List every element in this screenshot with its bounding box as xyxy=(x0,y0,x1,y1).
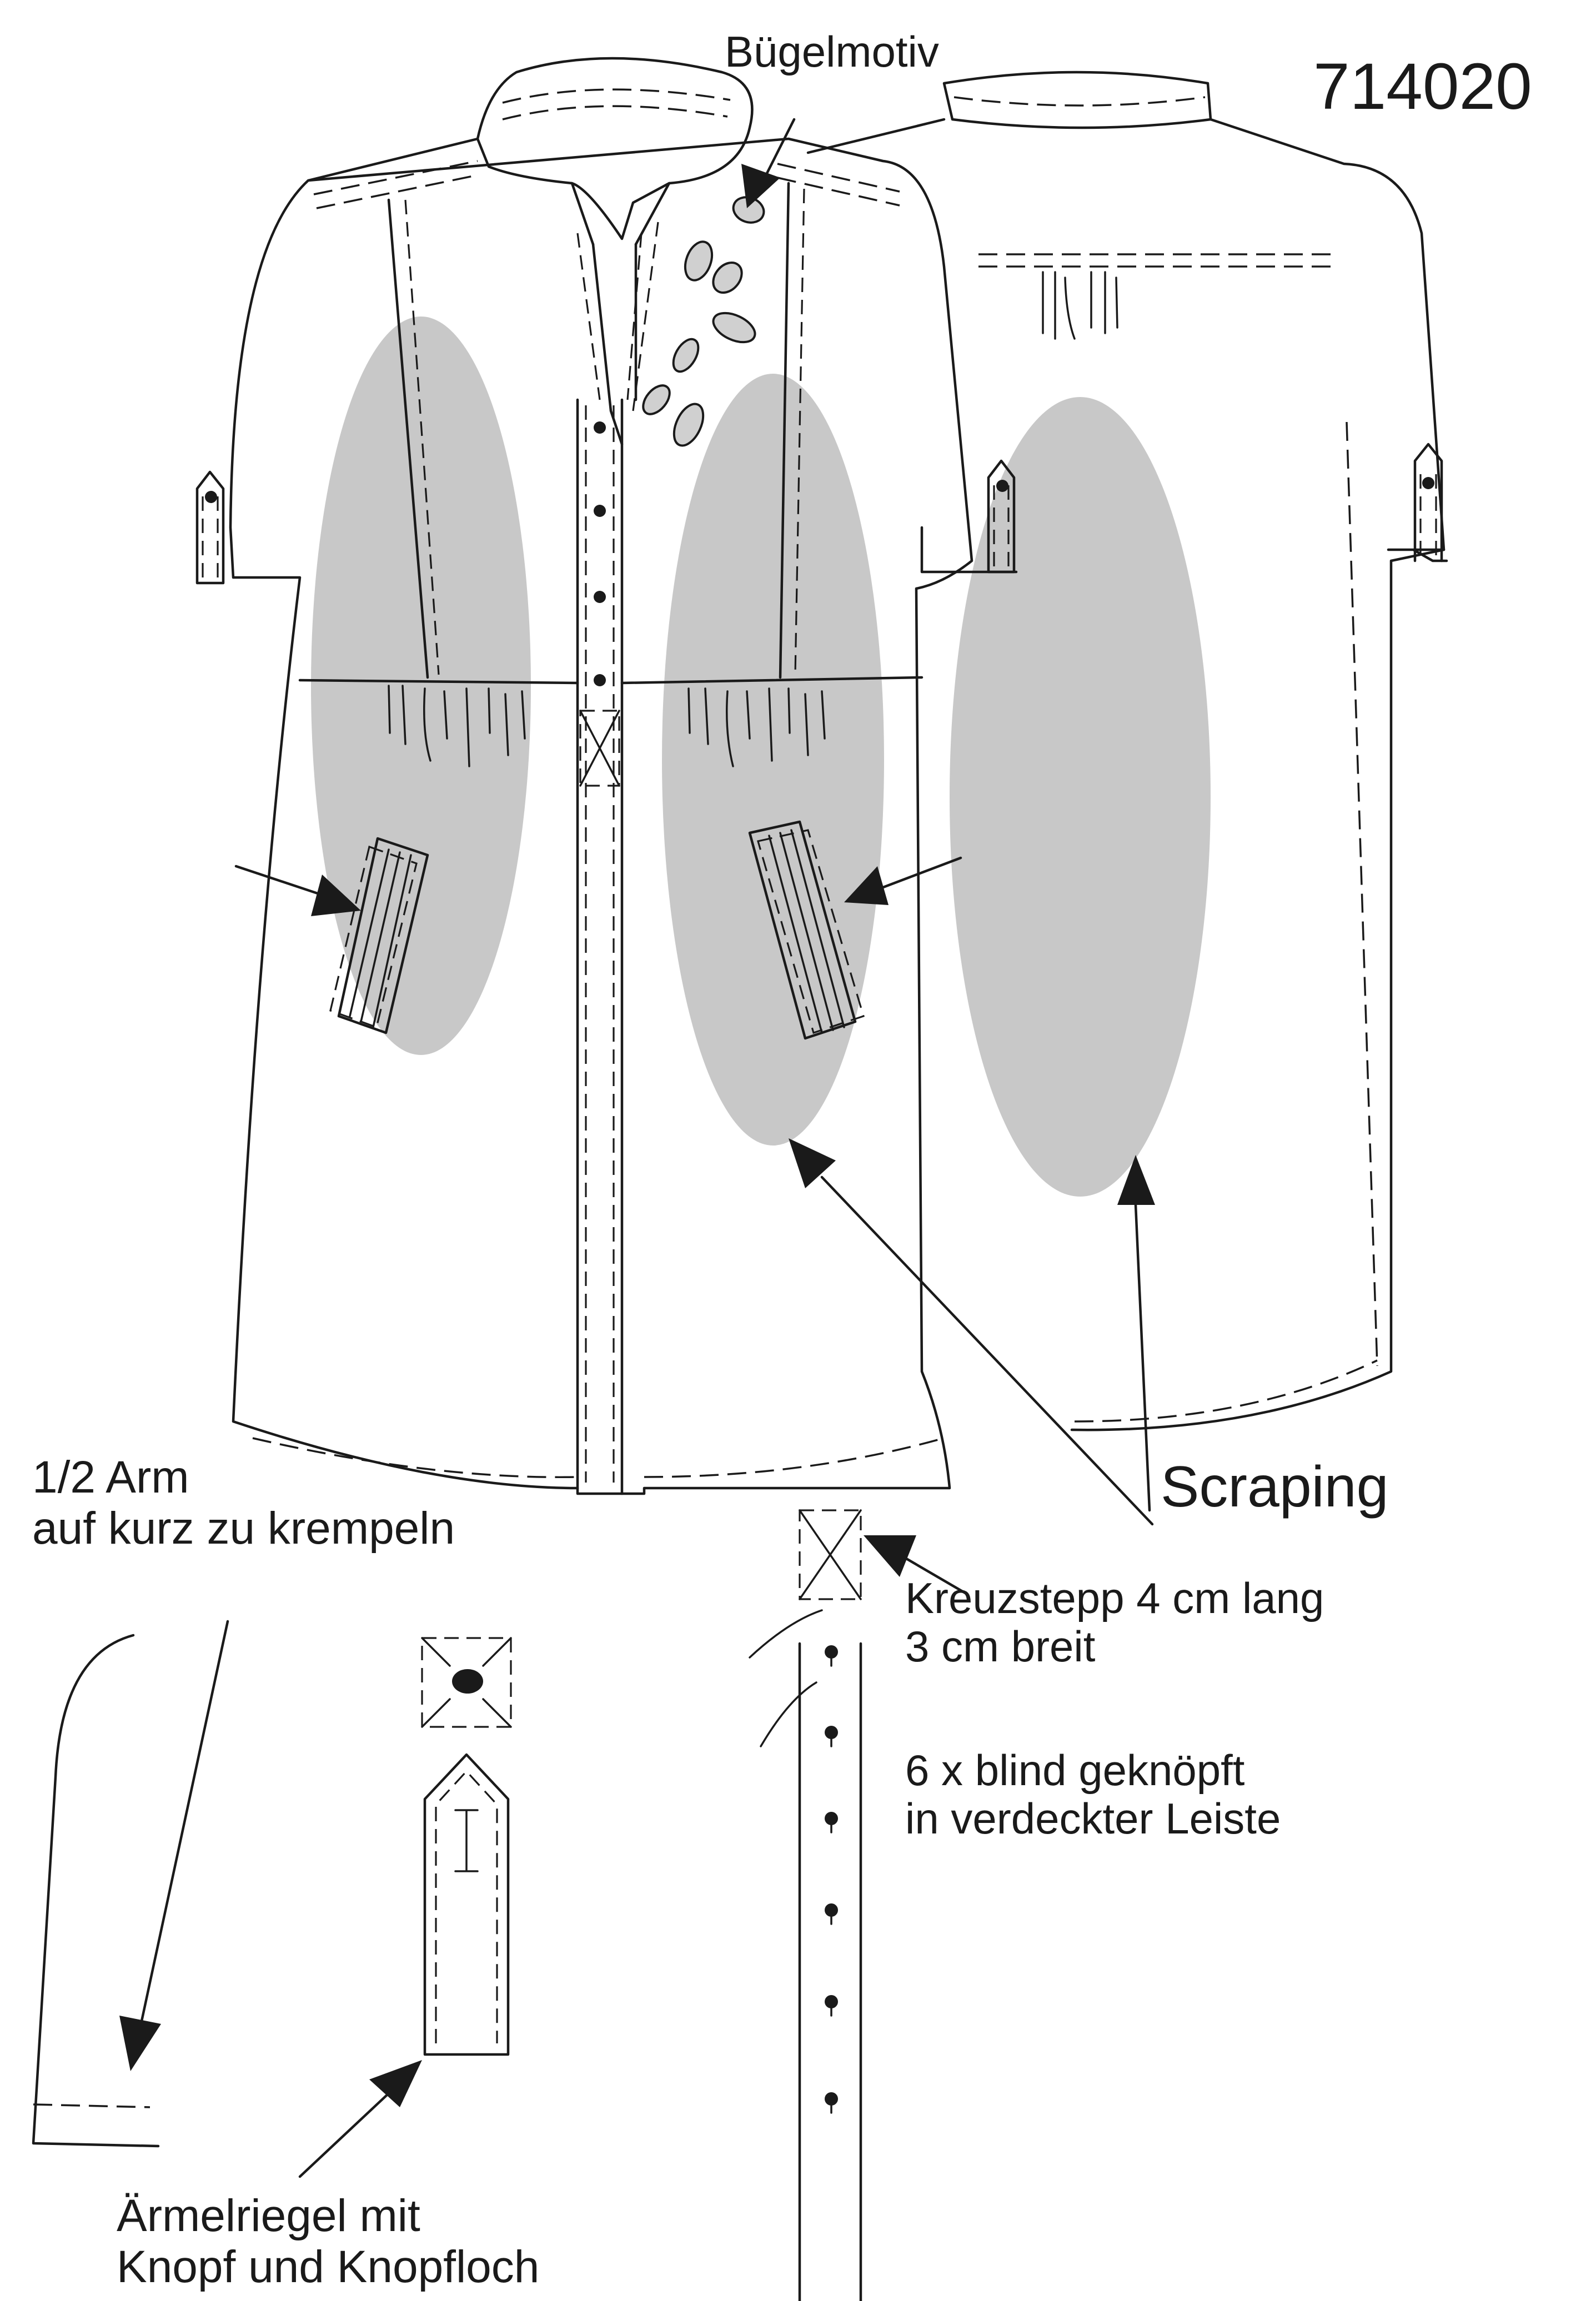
sleeve-tab-label: Ärmelriegel mit Knopf und Knopfloch xyxy=(117,2191,539,2293)
iron-on-motif xyxy=(642,196,765,447)
annotation-arrows xyxy=(119,118,1155,2178)
back-scraping-area xyxy=(950,397,1211,1197)
front-right-welt-pocket xyxy=(748,820,865,1040)
placket-label-line1: 6 x blind geknöpft xyxy=(905,1746,1245,1795)
sleeve-label: 1/2 Arm auf kurz zu krempeln xyxy=(32,1452,455,1554)
placket-label-line2: in verdeckter Leiste xyxy=(905,1794,1281,1843)
sleeve-tab-label-line1: Ärmelriegel mit xyxy=(117,2191,420,2241)
placket-label: 6 x blind geknöpft in verdeckter Leiste xyxy=(905,1746,1281,1843)
cross-stitch-label: Kreuzstepp 4 cm lang 3 cm breit xyxy=(905,1574,1324,1671)
front-left-scraping-area xyxy=(311,316,531,1055)
front-placket xyxy=(576,398,624,1495)
sleeve-tab-detail xyxy=(421,1637,512,2056)
iron-motif-label: Bügelmotiv xyxy=(725,27,939,76)
front-left-welt-pocket xyxy=(329,837,429,1034)
cross-stitch-label-line2: 3 cm breit xyxy=(905,1622,1096,1671)
placket-detail xyxy=(749,1509,862,2301)
sleeve-detail xyxy=(32,1634,160,2148)
back-body-outline xyxy=(806,118,1446,1431)
waist-seam xyxy=(298,676,924,685)
front-right-scraping-area xyxy=(662,374,884,1146)
front-view xyxy=(195,57,1016,1495)
back-sleeve-tab xyxy=(1413,443,1443,562)
scraping-label: Scraping xyxy=(1161,1455,1389,1519)
model-number: 714020 xyxy=(1313,50,1532,123)
sleeve-label-line1: 1/2 Arm xyxy=(32,1452,189,1503)
front-neck-opening xyxy=(591,243,638,446)
placket-buttons xyxy=(825,1645,838,2114)
sleeve-tab-label-line2: Knopf und Knopfloch xyxy=(117,2241,540,2292)
back-view xyxy=(806,71,1448,1431)
sleeve-label-line2: auf kurz zu krempeln xyxy=(32,1503,455,1554)
cross-stitch-label-line1: Kreuzstepp 4 cm lang xyxy=(905,1574,1324,1622)
front-left-sleeve-tab xyxy=(195,470,225,585)
front-right-sleeve-tab xyxy=(987,459,1016,574)
front-collar xyxy=(476,57,754,240)
front-body-outline xyxy=(229,137,973,1495)
